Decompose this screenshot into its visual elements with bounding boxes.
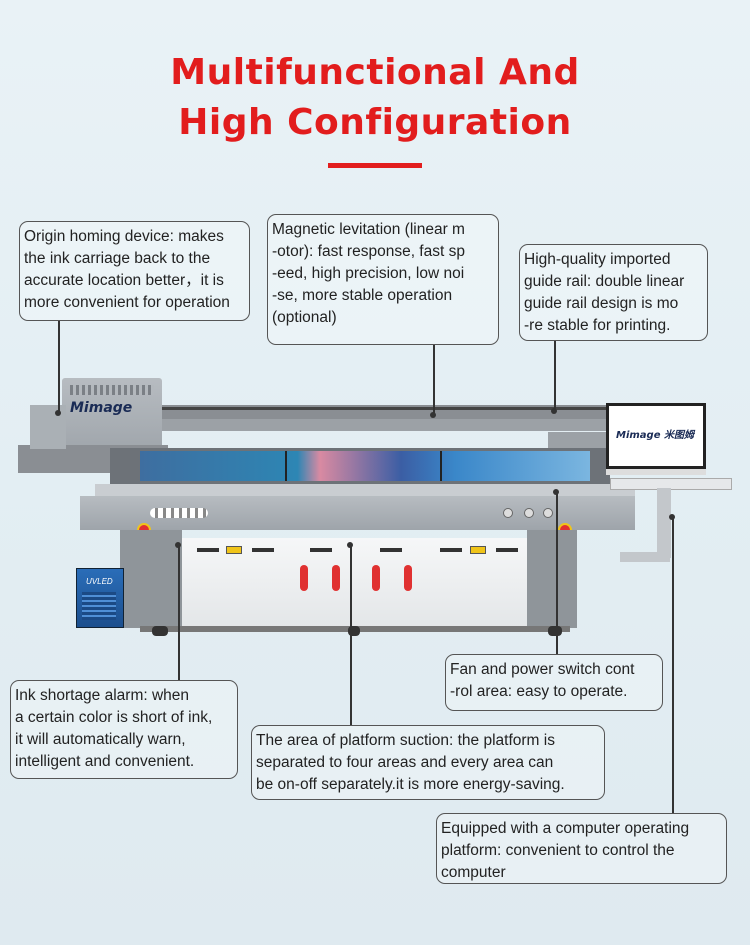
headline-line-1: Multifunctional And [170,52,580,93]
callout-ink-alarm: Ink shortage alarm: when a certain color… [10,680,238,779]
cabinet-side-right [527,530,577,628]
leader-suction [350,545,352,725]
headline-underline [328,163,422,168]
uvled-label: UVLED [86,577,113,586]
warning-sticker [470,546,486,554]
gantry-lower [150,419,610,431]
fan-switch-1[interactable] [524,508,534,518]
keyboard-tray [610,478,732,490]
leader-dot [55,410,61,416]
suction-valve-handle-2[interactable] [332,565,340,591]
guide-rail [150,407,610,410]
callout-origin-homing: Origin homing device: makes the ink carr… [19,221,250,321]
monitor-arm-vertical [657,488,671,558]
vent-slot [197,548,219,552]
leader-guide [554,341,556,411]
leader-dot [347,542,353,548]
print-bed-surface [140,451,590,481]
vent-slot [310,548,332,552]
bed-divider-1 [285,451,287,481]
leader-dot [430,412,436,418]
uvled-vents [82,592,116,620]
leader-ink [178,545,180,680]
leader-dot [551,408,557,414]
carriage-brand-logo: Mimage [70,400,133,416]
caster-wheel [548,626,562,636]
vent-slot [496,548,518,552]
leader-dot [553,489,559,495]
suction-valve-handle-1[interactable] [300,565,308,591]
warning-sticker [226,546,242,554]
monitor-screen [606,403,706,469]
leader-fan [556,492,558,654]
callout-platform-suction: The area of platform suction: the platfo… [251,725,605,800]
callout-guide-rail: High-quality imported guide rail: double… [519,244,708,341]
monitor-arm-horizontal [620,552,670,562]
leader-dot [669,514,675,520]
suction-valve-handle-4[interactable] [404,565,412,591]
monitor-chin [606,469,706,475]
leader-maglev [433,345,435,415]
callout-magnetic-levitation: Magnetic levitation (linear m -otor): fa… [267,214,499,345]
suction-valve-handle-3[interactable] [372,565,380,591]
vent-slot [380,548,402,552]
caster-wheel [348,626,360,636]
monitor-brand-logo: Mimage 米图姆 [616,430,694,441]
vent-slot [440,548,462,552]
callout-computer-platform: Equipped with a computer operating platf… [436,813,727,884]
power-switch[interactable] [503,508,513,518]
vent-slot [252,548,274,552]
leader-computer [672,517,674,814]
bed-divider-2 [440,451,442,481]
table-top [95,484,635,496]
fan-switch-2[interactable] [543,508,553,518]
carriage-vents [70,385,154,395]
leader-dot [175,542,181,548]
cabinet-side-left [120,530,182,628]
callout-fan-power: Fan and power switch cont -rol area: eas… [445,654,663,711]
leader-origin [58,321,60,413]
caster-wheel [152,626,168,636]
headline-line-2: High Configuration [178,102,572,143]
ink-indicator-lights [150,508,208,518]
